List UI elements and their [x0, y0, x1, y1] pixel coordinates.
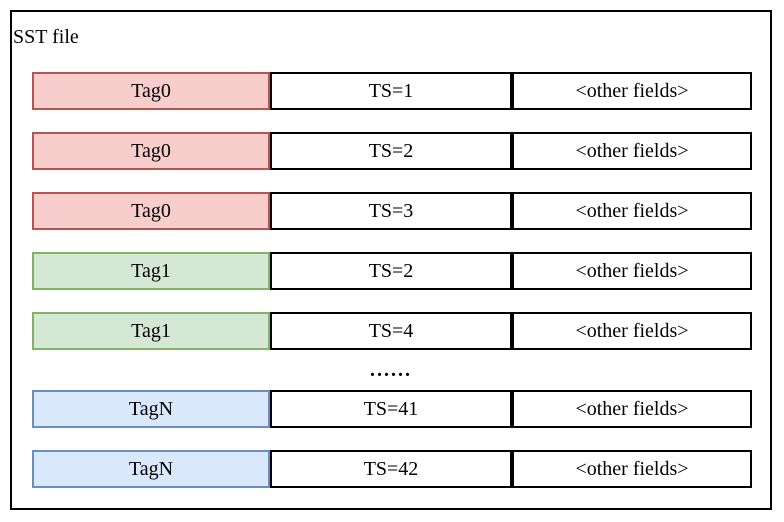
tag-cell: TagN — [32, 390, 270, 428]
record-row: Tag0 TS=2 <other fields> — [0, 132, 784, 170]
timestamp-cell: TS=41 — [270, 390, 512, 428]
timestamp-cell: TS=2 — [270, 252, 512, 290]
tag-cell: Tag1 — [32, 312, 270, 350]
timestamp-cell: TS=4 — [270, 312, 512, 350]
record-row: Tag1 TS=2 <other fields> — [0, 252, 784, 290]
ellipsis-more-rows: ...... — [370, 358, 412, 381]
other-fields-cell: <other fields> — [512, 252, 752, 290]
sst-file-title: SST file — [13, 26, 79, 48]
tag-cell: Tag0 — [32, 72, 270, 110]
other-fields-cell: <other fields> — [512, 450, 752, 488]
timestamp-cell: TS=1 — [270, 72, 512, 110]
record-row: TagN TS=41 <other fields> — [0, 390, 784, 428]
record-row: Tag1 TS=4 <other fields> — [0, 312, 784, 350]
other-fields-cell: <other fields> — [512, 192, 752, 230]
timestamp-cell: TS=2 — [270, 132, 512, 170]
other-fields-cell: <other fields> — [512, 132, 752, 170]
other-fields-cell: <other fields> — [512, 390, 752, 428]
timestamp-cell: TS=3 — [270, 192, 512, 230]
timestamp-cell: TS=42 — [270, 450, 512, 488]
tag-cell: Tag0 — [32, 192, 270, 230]
record-row: TagN TS=42 <other fields> — [0, 450, 784, 488]
other-fields-cell: <other fields> — [512, 72, 752, 110]
other-fields-cell: <other fields> — [512, 312, 752, 350]
record-row: Tag0 TS=3 <other fields> — [0, 192, 784, 230]
tag-cell: Tag0 — [32, 132, 270, 170]
tag-cell: Tag1 — [32, 252, 270, 290]
record-row: Tag0 TS=1 <other fields> — [0, 72, 784, 110]
tag-cell: TagN — [32, 450, 270, 488]
